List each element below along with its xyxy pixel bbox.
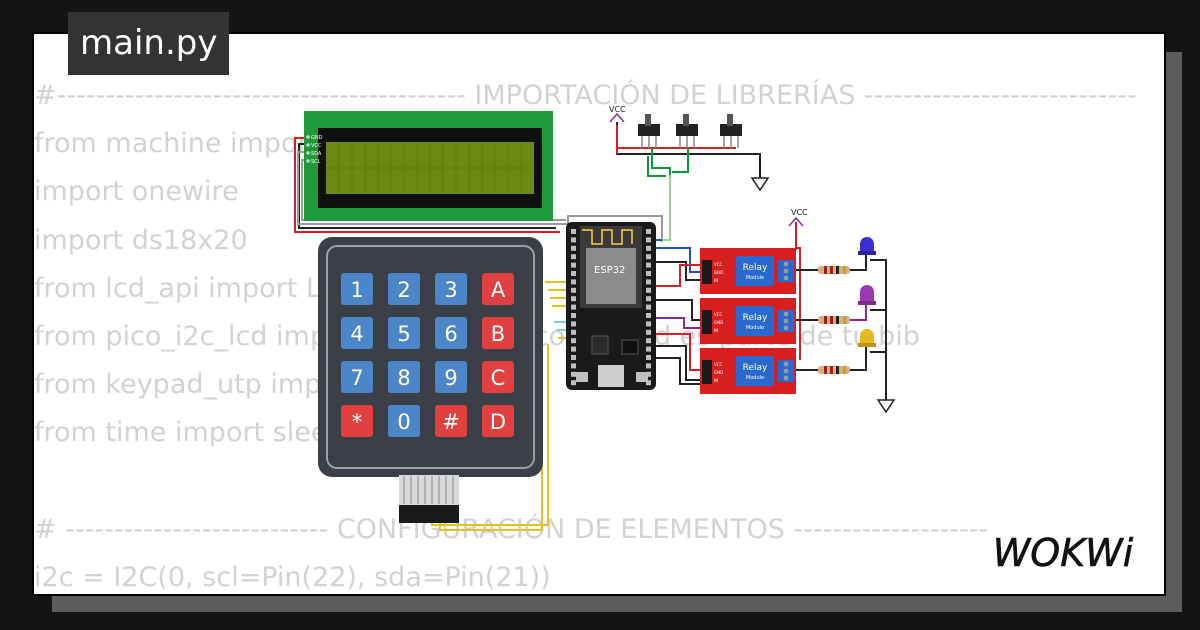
relay-subtitle: Module [746, 375, 764, 381]
keypad-key[interactable]: * [341, 405, 373, 437]
keypad-key[interactable]: 0 [388, 405, 420, 437]
keypad-key-label: 5 [397, 322, 410, 346]
keypad-key[interactable]: 4 [341, 317, 373, 349]
lcd-pin-gnd: GND [311, 135, 323, 141]
code-line: #---------------------------------------… [34, 80, 1137, 111]
yellow-led [858, 329, 876, 347]
wokwi-logo: WOKWi [992, 531, 1134, 576]
relay-pin-label: VCC [714, 312, 723, 317]
keypad-key[interactable]: 6 [435, 317, 467, 349]
relay-modules[interactable]: RelayModuleVCCGNDINRelayModuleVCCGNDINRe… [700, 248, 796, 394]
code-line: from time import sleep [34, 417, 345, 449]
relay-pin-label: VCC [714, 362, 723, 367]
esp32-label: ESP32 [594, 265, 625, 276]
relay-pin-label: IN [714, 278, 718, 283]
relay-title: Relay [743, 363, 768, 373]
keypad-key[interactable]: C [482, 361, 514, 393]
relay-pin-label: VCC [714, 262, 723, 267]
vcc-symbol: VCC VCC [609, 105, 808, 227]
keypad-key[interactable]: A [482, 273, 514, 305]
keypad-key-label: 9 [444, 366, 457, 390]
lcd-display[interactable]: GND VCC SDA SCL [304, 111, 553, 221]
lcd-pin-sda: SDA [311, 151, 322, 157]
resistors [818, 266, 850, 374]
slide-switches[interactable] [638, 114, 742, 148]
keypad-key-label: B [491, 322, 505, 346]
purple-led [858, 285, 876, 305]
lcd-pin-vcc: VCC [311, 143, 322, 149]
keypad-key[interactable]: D [482, 405, 514, 437]
keypad-key-label: C [491, 366, 506, 390]
relay-pin-label: GND [714, 370, 723, 375]
keypad-key[interactable]: 2 [388, 273, 420, 305]
lcd-pin-scl: SCL [311, 159, 321, 165]
code-line: import ds18x20 [34, 224, 248, 256]
keypad-key-label: 7 [350, 366, 363, 390]
relay-pin-label: IN [714, 378, 718, 383]
keypad-key-label: * [352, 410, 363, 434]
wokwi-logo-text: WOKWi [993, 531, 1134, 575]
keypad-key-label: A [491, 278, 506, 302]
relay-pin-label: GND [714, 270, 723, 275]
code-line: # --------------------------- CONFIGURAC… [34, 513, 989, 545]
svg-text:VCC: VCC [609, 105, 626, 114]
code-line: import onewire [34, 176, 239, 208]
file-tab[interactable]: main.py [68, 12, 230, 75]
membrane-keypad[interactable]: 1 2 3 A 4 5 6 B 7 8 9 C * 0 # D [318, 237, 543, 523]
keypad-key-label: # [442, 410, 460, 434]
keypad-key[interactable]: 1 [341, 273, 373, 305]
keypad-key-label: 1 [350, 278, 363, 302]
blue-led [858, 237, 876, 255]
keypad-key[interactable]: 7 [341, 361, 373, 393]
keypad-key[interactable]: B [482, 317, 514, 349]
led-lights[interactable] [858, 237, 876, 347]
esp32-board[interactable]: ESP32 [566, 222, 656, 390]
keypad-key-label: D [490, 410, 506, 434]
code-line: i2c = I2C(0, scl=Pin(22), sda=Pin(21)) [34, 561, 551, 593]
keypad-key[interactable]: 5 [388, 317, 420, 349]
keypad-key-label: 0 [397, 410, 410, 434]
relay-pin-label: IN [714, 328, 718, 333]
file-tab-label: main.py [80, 23, 218, 63]
ground-symbol [750, 177, 896, 414]
relay-title: Relay [743, 263, 768, 273]
keypad-key-label: 3 [444, 278, 457, 302]
relay-subtitle: Module [746, 325, 764, 331]
keypad-key[interactable]: # [435, 405, 467, 437]
keypad-key[interactable]: 8 [388, 361, 420, 393]
keypad-key-label: 4 [350, 322, 363, 346]
keypad-key[interactable]: 9 [435, 361, 467, 393]
svg-text:VCC: VCC [791, 208, 808, 217]
keypad-key-label: 6 [444, 322, 457, 346]
relay-title: Relay [743, 313, 768, 323]
relay-pin-label: GND [714, 320, 723, 325]
keypad-key-label: 8 [397, 366, 410, 390]
relay-subtitle: Module [746, 275, 764, 281]
keypad-key[interactable]: 3 [435, 273, 467, 305]
keypad-key-label: 2 [397, 278, 410, 302]
